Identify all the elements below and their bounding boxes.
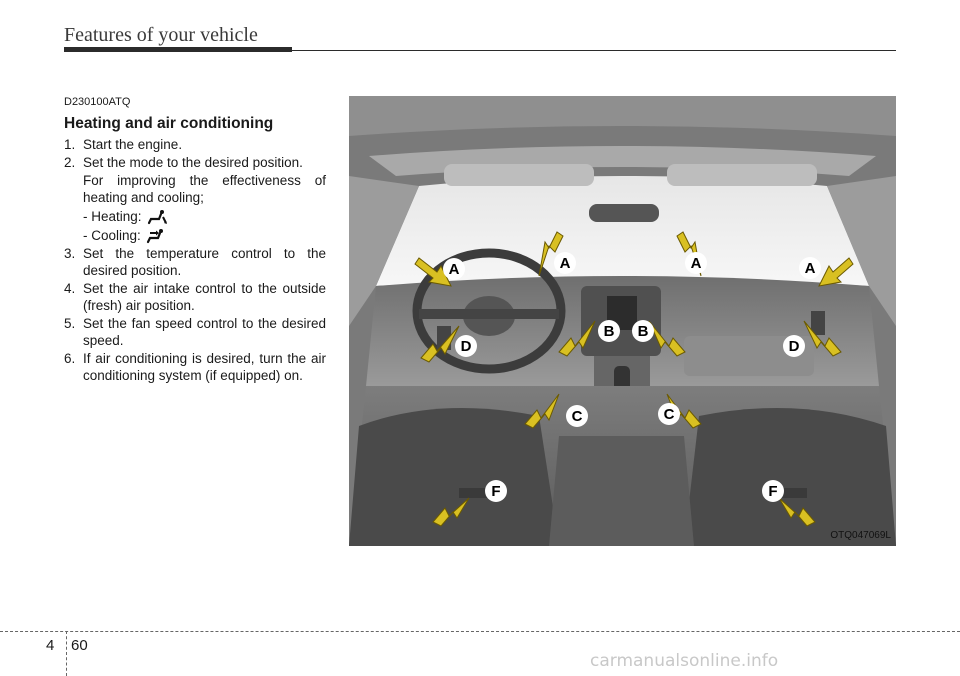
header-rule	[64, 50, 896, 51]
vent-label-a: A	[805, 260, 816, 277]
rearview-mirror	[589, 204, 659, 222]
steering-wheel	[412, 248, 566, 374]
section-heading: Heating and air conditioning	[64, 115, 274, 132]
step-text: If air conditioning is desired, turn the…	[83, 351, 326, 383]
heating-mode-row: - Heating:	[83, 208, 326, 225]
section-code: D230100ATQ	[64, 96, 131, 108]
glovebox	[684, 336, 814, 376]
page-header-title: Features of your vehicle	[64, 24, 258, 46]
watermark: carmanualsonline.info	[590, 651, 779, 671]
step-number: 2.	[64, 155, 76, 170]
driver-seat	[349, 408, 559, 546]
vent-label-d: D	[789, 338, 800, 355]
vent-label-a: A	[560, 255, 571, 272]
vent-label-b: B	[604, 323, 615, 340]
steps-list: 1. Start the engine. 2. Set the mode to th…	[64, 136, 326, 384]
step-number: 6.	[64, 351, 76, 366]
page-number: 60	[71, 637, 88, 654]
vent-label-c: C	[664, 406, 675, 423]
step-number: 5.	[64, 316, 76, 331]
step-text: Set the mode to the desired position.	[83, 155, 303, 170]
vent-label-d: D	[461, 338, 472, 355]
passenger-seat	[684, 408, 896, 546]
cooling-label: - Cooling:	[83, 228, 141, 243]
figure-code: OTQ047069L	[830, 530, 891, 541]
step-item: 3. Set the temperature control to the des…	[64, 245, 326, 279]
vent-label-f: F	[491, 483, 500, 500]
header-accent-bar	[64, 47, 292, 52]
vent-label-a: A	[449, 261, 460, 278]
step-number: 1.	[64, 137, 76, 152]
step-text: Start the engine.	[83, 137, 183, 152]
step-text: Set the fan speed control to the desired…	[83, 316, 326, 348]
vent-label-a: A	[691, 255, 702, 272]
section-content: D230100ATQ Heating and air conditioning …	[64, 94, 326, 385]
airflow-arrows	[414, 231, 854, 527]
chapter-number: 4	[46, 637, 55, 654]
step-detail-text: For improving the effectiveness of heati…	[83, 173, 326, 205]
vent-label-b: B	[638, 323, 649, 340]
face-mode-icon	[146, 228, 163, 243]
step-item: 2.Set the mode to the desired position. …	[64, 154, 326, 244]
step-item: 1. Start the engine.	[64, 136, 326, 153]
footer-divider	[66, 631, 67, 676]
step-item: 5. Set the fan speed control to the desir…	[64, 315, 326, 349]
step-number: 4.	[64, 281, 76, 296]
step-detail: For improving the effectiveness of heati…	[83, 172, 326, 244]
vent-label-c: C	[572, 408, 583, 425]
vent-label-f: F	[768, 483, 777, 500]
vehicle-interior-figure: A A A A D D B B C C F F OTQ047069L	[349, 96, 896, 546]
step-item: 6. If air conditioning is desired, turn t…	[64, 350, 326, 384]
footer-rule	[0, 631, 960, 632]
step-item: 4. Set the air intake control to the outs…	[64, 280, 326, 314]
step-text: Set the air intake control to the outsid…	[83, 281, 326, 313]
floor-mode-icon	[147, 209, 167, 224]
heating-label: - Heating:	[83, 209, 142, 224]
step-number: 3.	[64, 246, 76, 261]
windshield	[376, 176, 869, 286]
interior-illustration: A A A A D D B B C C F F	[349, 96, 896, 546]
step-text: Set the temperature control to the desir…	[83, 246, 326, 278]
cooling-mode-row: - Cooling:	[83, 227, 326, 244]
